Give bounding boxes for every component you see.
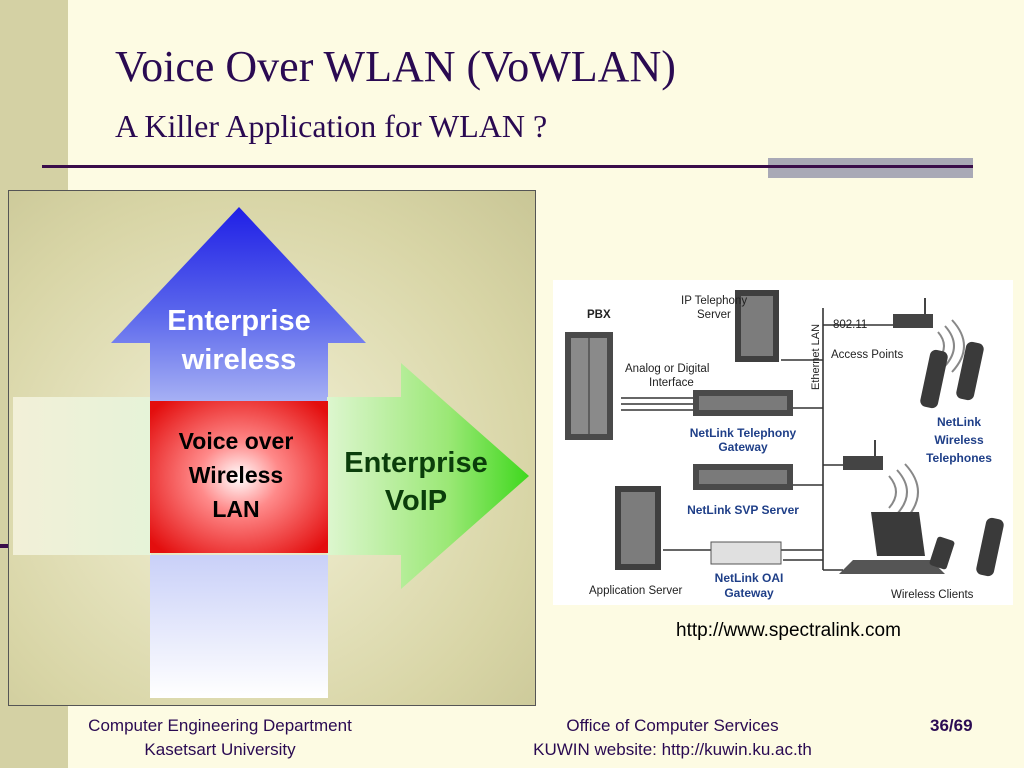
vowlan-center-box <box>150 401 328 553</box>
network-figure-canvas: PBX IP Telephony Server Analog or Digita… <box>565 290 1004 601</box>
oai-gateway-icon <box>710 541 782 565</box>
label-ap-1: 802.11 <box>833 319 867 331</box>
slide-title: Voice Over WLAN (VoWLAN) <box>115 42 676 91</box>
center-label-1: Voice over <box>179 428 294 454</box>
wireless-phone-icon <box>920 341 1004 577</box>
footer-office: Office of Computer Services KUWIN websit… <box>495 714 850 762</box>
footer-department-name: Computer Engineering Department <box>88 716 352 735</box>
horizontal-band-left <box>13 397 151 555</box>
up-arrow-label-1: Enterprise <box>167 305 310 337</box>
enterprise-voip-arrow <box>327 363 529 589</box>
footer-department: Computer Engineering Department Kasetsar… <box>60 714 380 762</box>
source-url: http://www.spectralink.com <box>676 620 901 641</box>
slide-subtitle: A Killer Application for WLAN ? <box>115 108 548 144</box>
spectralink-network-figure: PBX IP Telephony Server Analog or Digita… <box>553 280 1013 605</box>
enterprise-wireless-arrow <box>111 207 366 401</box>
label-phones-3: Telephones <box>926 451 992 465</box>
concept-diagram-canvas: Enterprise wireless Voice over Wireless … <box>13 207 529 698</box>
center-label-3: LAN <box>212 496 259 522</box>
application-server-icon <box>615 486 661 570</box>
access-point-icon <box>843 440 883 470</box>
title-divider-accent <box>768 158 973 178</box>
label-ap-2: Access Points <box>831 349 903 361</box>
label-analog-1: Analog or Digital <box>625 363 709 375</box>
label-oai-gateway-1: NetLink OAI <box>715 571 784 585</box>
telephony-gateway-icon <box>693 390 793 416</box>
ip-telephony-server-icon <box>735 290 779 362</box>
label-wireless-clients: Wireless Clients <box>891 589 974 601</box>
svp-server-icon <box>693 464 793 490</box>
label-pbx: PBX <box>587 309 611 321</box>
right-arrow-label-2: VoIP <box>385 485 447 517</box>
label-telephony-gateway-1: NetLink Telephony <box>690 426 797 440</box>
pbx-cabinet-icon <box>565 332 613 440</box>
footer-office-name: Office of Computer Services <box>566 716 779 735</box>
label-oai-gateway-2: Gateway <box>724 586 774 600</box>
page-number: 36/69 <box>930 716 973 735</box>
label-ethernet-lan: Ethernet LAN <box>810 324 822 390</box>
laptop-icon <box>839 512 945 574</box>
label-phones-1: NetLink <box>937 415 981 429</box>
vowlan-concept-diagram: Enterprise wireless Voice over Wireless … <box>8 190 536 706</box>
vertical-band-lower <box>150 555 328 698</box>
label-telephony-gateway-2: Gateway <box>718 440 768 454</box>
pda-icon <box>929 536 955 570</box>
label-app-server: Application Server <box>589 585 682 597</box>
up-arrow-label-2: wireless <box>181 344 296 376</box>
label-svp-server: NetLink SVP Server <box>687 503 799 517</box>
access-point-icon <box>893 298 933 328</box>
center-label-2: Wireless <box>189 462 283 488</box>
title-divider <box>42 165 770 168</box>
label-analog-2: Interface <box>649 377 694 389</box>
label-ip-telephony-1: IP Telephony <box>681 295 747 307</box>
title-divider-line <box>768 165 973 168</box>
footer-university-name: Kasetsart University <box>144 740 296 759</box>
label-phones-2: Wireless <box>934 433 984 447</box>
label-ip-telephony-2: Server <box>697 309 731 321</box>
right-arrow-label-1: Enterprise <box>344 447 487 479</box>
footer-website: KUWIN website: http://kuwin.ku.ac.th <box>533 740 812 759</box>
left-accent-tick <box>0 544 10 548</box>
